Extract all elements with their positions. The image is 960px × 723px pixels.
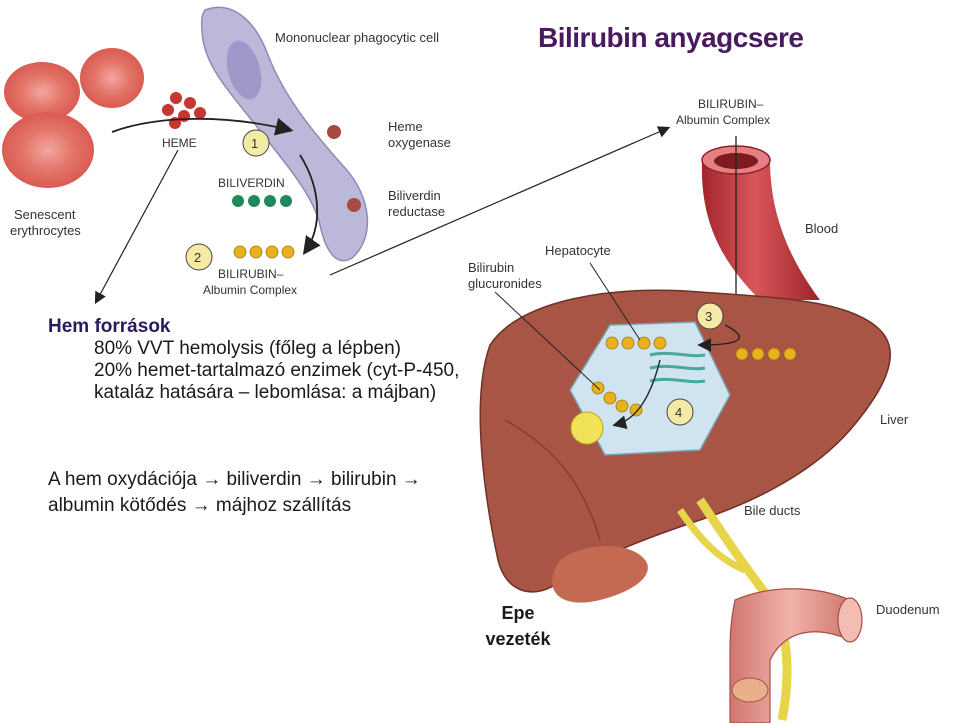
chain-arrow-2: → — [306, 469, 326, 490]
chain-arrow-1: → — [202, 469, 222, 490]
blood-vessel — [701, 136, 820, 340]
bile-duct-caption: Epe vezeték — [480, 600, 556, 652]
label-heme-oxygenase-1: Heme — [388, 119, 423, 134]
label-step-2: 2 — [194, 250, 201, 265]
label-duodenum: Duodenum — [876, 602, 940, 617]
label-heme: HEME — [162, 136, 197, 150]
chain-arrow-4: → — [191, 495, 211, 516]
label-blood: Blood — [805, 221, 838, 236]
chain-step-oxidation: A hem oxydációja — [48, 469, 203, 490]
hem-sources-heading: Hem források — [48, 316, 171, 337]
label-liver: Liver — [880, 412, 909, 427]
chain-line1: A hem oxydációja → biliverdin → bilirubi… — [48, 467, 421, 493]
hem-sources-line2: 20% hemet-tartalmazó enzimek (cyt-P-450, — [94, 360, 460, 381]
label-bilirubin-albumin-left-2: Albumin Complex — [203, 283, 297, 297]
bilirubin-dots-blood — [735, 347, 797, 361]
chain-arrow-3: → — [401, 469, 421, 490]
label-step-1: 1 — [251, 136, 258, 151]
step-2-badge — [185, 243, 213, 271]
epe-line2: vezeték — [485, 629, 551, 649]
chain-step-bilirubin: bilirubin — [325, 469, 402, 490]
label-bilirubin-albumin-right-2: Albumin Complex — [676, 113, 770, 127]
slide-title: Bilirubin anyagcsere — [538, 22, 804, 53]
step-3-badge — [696, 302, 724, 330]
chain-step-biliverdin: biliverdin — [221, 469, 307, 490]
label-heme-oxygenase-2: oxygenase — [388, 135, 451, 150]
chain-step-albumin: albumin kötődés — [48, 495, 192, 516]
epe-line1: Epe — [501, 603, 535, 623]
label-bilirubin-albumin-right-1: BILIRUBIN– — [698, 97, 764, 111]
duodenum — [729, 588, 863, 723]
label-step-4: 4 — [675, 405, 682, 420]
label-step-3: 3 — [705, 309, 712, 324]
label-bilirubin-albumin-left-1: BILIRUBIN– — [218, 267, 284, 281]
label-biliverdin-reductase-1: Biliverdin — [388, 188, 441, 203]
mononuclear-phagocytic-cell — [200, 6, 369, 262]
oxidation-chain: A hem oxydációja → biliverdin → bilirubi… — [48, 467, 421, 519]
label-mononuclear: Mononuclear phagocytic cell — [275, 30, 439, 45]
label-hepatocyte: Hepatocyte — [545, 243, 611, 258]
label-bile-ducts: Bile ducts — [744, 503, 801, 518]
biliverdin-dots — [232, 195, 292, 207]
senescent-erythrocytes — [2, 48, 144, 188]
heme-molecules — [162, 92, 206, 129]
label-biliverdin: BILIVERDIN — [218, 176, 285, 190]
label-senescent-1: Senescent — [14, 207, 76, 222]
hem-sources-line3: kataláz hatására – lebomlása: a májban) — [94, 382, 437, 403]
bilirubin-dots-left — [233, 245, 295, 259]
chain-step-transport: májhoz szállítás — [210, 495, 352, 516]
step-1-badge — [242, 129, 270, 157]
hem-sources-line1: 80% VVT hemolysis (főleg a lépben) — [94, 338, 401, 359]
label-glucuronides-1: Bilirubin — [468, 260, 514, 275]
hem-sources: Hem források 80% VVT hemolysis (főleg a … — [48, 316, 459, 404]
label-glucuronides-2: glucuronides — [468, 276, 542, 291]
chain-line2: albumin kötődés → májhoz szállítás — [48, 493, 421, 519]
label-senescent-2: erythrocytes — [10, 223, 81, 238]
hepatocyte — [569, 321, 731, 456]
label-biliverdin-reductase-2: reductase — [388, 204, 445, 219]
